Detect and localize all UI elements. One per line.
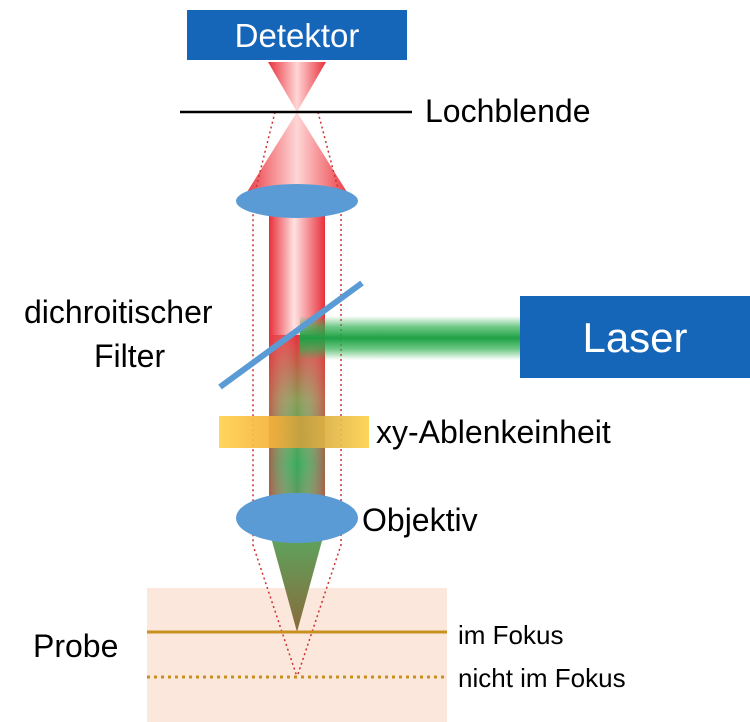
pinhole-to-lens-cone	[242, 112, 352, 200]
dichroic-label-line1: dichroitischer	[24, 294, 213, 330]
xy-scanner	[219, 416, 369, 448]
xy-scanner-label: xy-Ablenkeinheit	[376, 414, 611, 450]
laser-box	[520, 296, 750, 378]
focus-cone	[269, 530, 325, 632]
objective-label: Objektiv	[362, 502, 478, 538]
out-of-focus-label: nicht im Fokus	[458, 663, 626, 693]
dichroic-filter	[218, 280, 364, 390]
detector-cone	[268, 62, 326, 112]
out-of-focus-ray-right	[296, 111, 342, 678]
out-of-focus-ray-left	[252, 111, 298, 678]
sample-label: Probe	[33, 628, 118, 664]
detector-label: Detektor	[235, 17, 360, 54]
pinhole-label: Lochblende	[425, 93, 590, 129]
detector-box	[187, 10, 407, 60]
objective-lens	[236, 493, 358, 543]
tube-lens	[236, 184, 358, 218]
dichroic-label-line2: Filter	[94, 338, 165, 374]
laser-beam	[300, 316, 522, 360]
laser-label: Laser	[582, 314, 687, 361]
in-focus-label: im Fokus	[458, 620, 563, 650]
